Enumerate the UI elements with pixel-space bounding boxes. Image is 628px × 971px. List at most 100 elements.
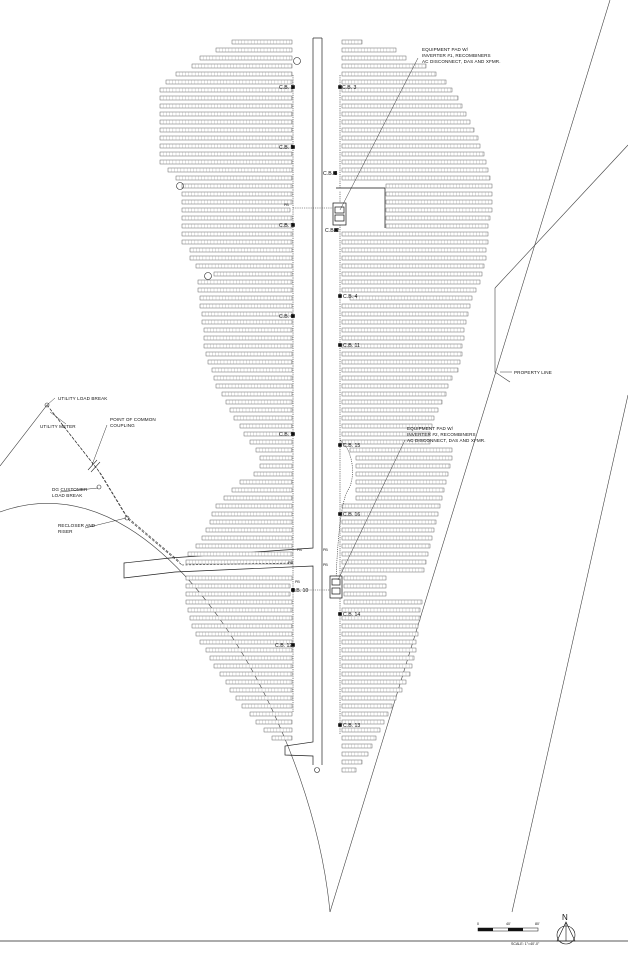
panel-modules [207, 336, 291, 340]
panel-modules [163, 88, 292, 92]
panel-row [229, 687, 293, 693]
panel-modules [345, 56, 403, 60]
pull-box-label: PB [323, 563, 328, 567]
panel-modules [389, 224, 486, 228]
panel-modules [345, 376, 451, 380]
panel-modules [205, 320, 289, 324]
panel-modules [215, 368, 289, 372]
panel-modules [199, 544, 289, 548]
panel-modules [345, 176, 490, 180]
panel-row [341, 143, 481, 149]
panel-modules [171, 168, 290, 172]
panel-row [175, 71, 293, 77]
panel-modules [219, 504, 290, 508]
panel-modules [225, 392, 290, 396]
panel-row [349, 295, 473, 301]
panel-row [189, 255, 293, 261]
panel-modules [213, 656, 291, 660]
panel-row [181, 239, 293, 245]
panel-modules [163, 120, 292, 124]
panel-row [341, 375, 453, 381]
panel-modules [359, 456, 449, 460]
panel-row [341, 279, 481, 285]
panel-modules [189, 576, 289, 580]
panel-modules [203, 640, 290, 644]
panel-row [159, 111, 293, 117]
pad1-callout-line1: EQUIPMENT PAD W/ [422, 47, 469, 52]
panel-modules [345, 440, 429, 444]
pull-box-label: PB [297, 548, 302, 552]
panel-modules [345, 248, 483, 252]
poc-label-line2: COUPLING [110, 423, 135, 428]
scale-text: SCALE: 1"=40'-0" [511, 942, 540, 946]
panel-row [385, 207, 493, 213]
panel-modules [345, 232, 487, 236]
panel-modules [359, 488, 443, 492]
panel-modules [347, 592, 383, 596]
panel-row [341, 415, 435, 421]
dc-wiring-trench [292, 75, 353, 735]
panel-row [341, 399, 443, 405]
panel-modules [345, 264, 483, 268]
panel-modules [345, 128, 474, 132]
combiner-box-marker [334, 228, 338, 232]
panel-modules [345, 368, 458, 372]
panel-modules [205, 536, 289, 540]
panel-modules [217, 664, 291, 668]
panel-modules [345, 408, 435, 412]
panel-modules [207, 328, 291, 332]
panel-row [341, 319, 467, 325]
panel-modules [219, 48, 290, 52]
panel-row [341, 535, 433, 541]
panel-modules [185, 224, 291, 228]
panel-modules [203, 304, 290, 308]
panel-row [385, 223, 489, 229]
panel-modules [345, 720, 381, 724]
combiner-box-label: C.B. 16 [343, 512, 360, 518]
panel-row [225, 399, 293, 405]
solar-panel-arrays [159, 39, 493, 773]
panel-row [159, 159, 293, 165]
panel-modules [193, 616, 290, 620]
panel-row [203, 327, 293, 333]
panel-modules [219, 384, 290, 388]
panel-modules [345, 136, 477, 140]
panel-row [341, 287, 477, 293]
panel-modules [345, 752, 365, 756]
panel-row [341, 743, 373, 749]
panel-modules [359, 464, 449, 468]
panel-modules [209, 352, 290, 356]
panel-row [159, 87, 293, 93]
panel-modules [345, 104, 461, 108]
panel-row [189, 615, 293, 621]
pull-box-label: PB [295, 580, 300, 584]
panel-row [355, 479, 447, 485]
panel-row [341, 79, 447, 85]
panel-modules [257, 472, 290, 476]
panel-modules [345, 672, 410, 676]
panel-row [385, 191, 493, 197]
panel-row [239, 479, 293, 485]
pad2-callout-line3: AC DISCONNECT, DAS AND XFMR. [407, 438, 486, 443]
panel-modules [207, 344, 291, 348]
equipment-pad-1 [332, 187, 386, 228]
panel-modules [345, 552, 426, 556]
panel-modules [185, 208, 288, 212]
panel-row [341, 87, 453, 93]
combiner-box-label: C.B. 13 [343, 723, 360, 729]
panel-row [181, 215, 293, 221]
panel-row [181, 223, 293, 229]
panel-modules [195, 64, 292, 68]
panel-modules [345, 704, 391, 708]
panel-modules [359, 480, 443, 484]
panel-modules [389, 192, 489, 196]
panel-modules [345, 40, 362, 44]
panel-modules [199, 264, 289, 268]
panel-row [341, 71, 437, 77]
panel-modules [163, 152, 292, 156]
equipment-pad-2 [329, 575, 343, 599]
panel-row [213, 663, 293, 669]
combiner-box-marker [291, 145, 295, 149]
panel-modules [345, 432, 429, 436]
